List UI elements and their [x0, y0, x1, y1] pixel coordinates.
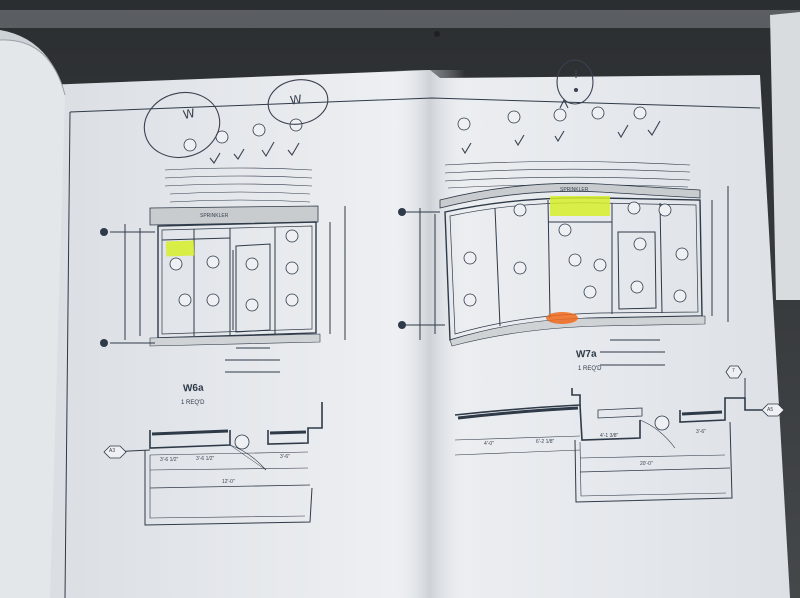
drawing-linework — [64, 97, 762, 598]
paper-top-left — [0, 39, 65, 598]
paper-corner-right — [770, 12, 800, 300]
right-elevation-subtitle: 1 REQ'D — [578, 366, 602, 372]
right-plan-dim-a: 4'-0" — [484, 441, 494, 447]
right-band-label: SPRINKLER — [560, 187, 589, 193]
handwritten-w-1: W — [181, 105, 197, 123]
column-tag: 7 — [732, 368, 735, 374]
handwritten-w-2: W — [289, 92, 303, 108]
highlight-orange — [546, 312, 578, 324]
handwritten-marks — [143, 59, 661, 164]
wall-rail — [0, 10, 800, 28]
right-grid-tag: A5 — [767, 407, 774, 413]
left-plan-dim-c: 3'-6" — [280, 454, 290, 460]
wall-screw — [434, 31, 440, 37]
left-plan-dim-a: 3'-6 1/2" — [160, 457, 179, 463]
right-plan-dim-b: 6'-2 1/8" — [536, 439, 555, 445]
right-elevation-title: W7a — [575, 348, 597, 361]
left-elevation-subtitle: 1 REQ'D — [181, 400, 205, 406]
left-plan-dim-b: 3'-6 1/2" — [196, 456, 215, 462]
left-grid-tag: A3 — [109, 448, 116, 454]
highlight-yellow-right — [550, 196, 610, 216]
right-plan-dim-c: 4'-1 3/8" — [600, 433, 619, 439]
highlight-yellow-left — [165, 240, 195, 257]
right-plan-dim-d: 3'-6" — [696, 429, 706, 435]
callout-bubbles — [169, 106, 689, 450]
grid-tags — [103, 365, 785, 459]
sheet-fold — [395, 70, 465, 598]
left-elevation-title: W6a — [182, 382, 204, 395]
right-plan-dim: 20'-0" — [640, 461, 653, 467]
left-plan-dim: 12'-0" — [222, 479, 235, 485]
left-band-label: SPRINKLER — [200, 213, 229, 219]
section-markers — [100, 208, 406, 347]
